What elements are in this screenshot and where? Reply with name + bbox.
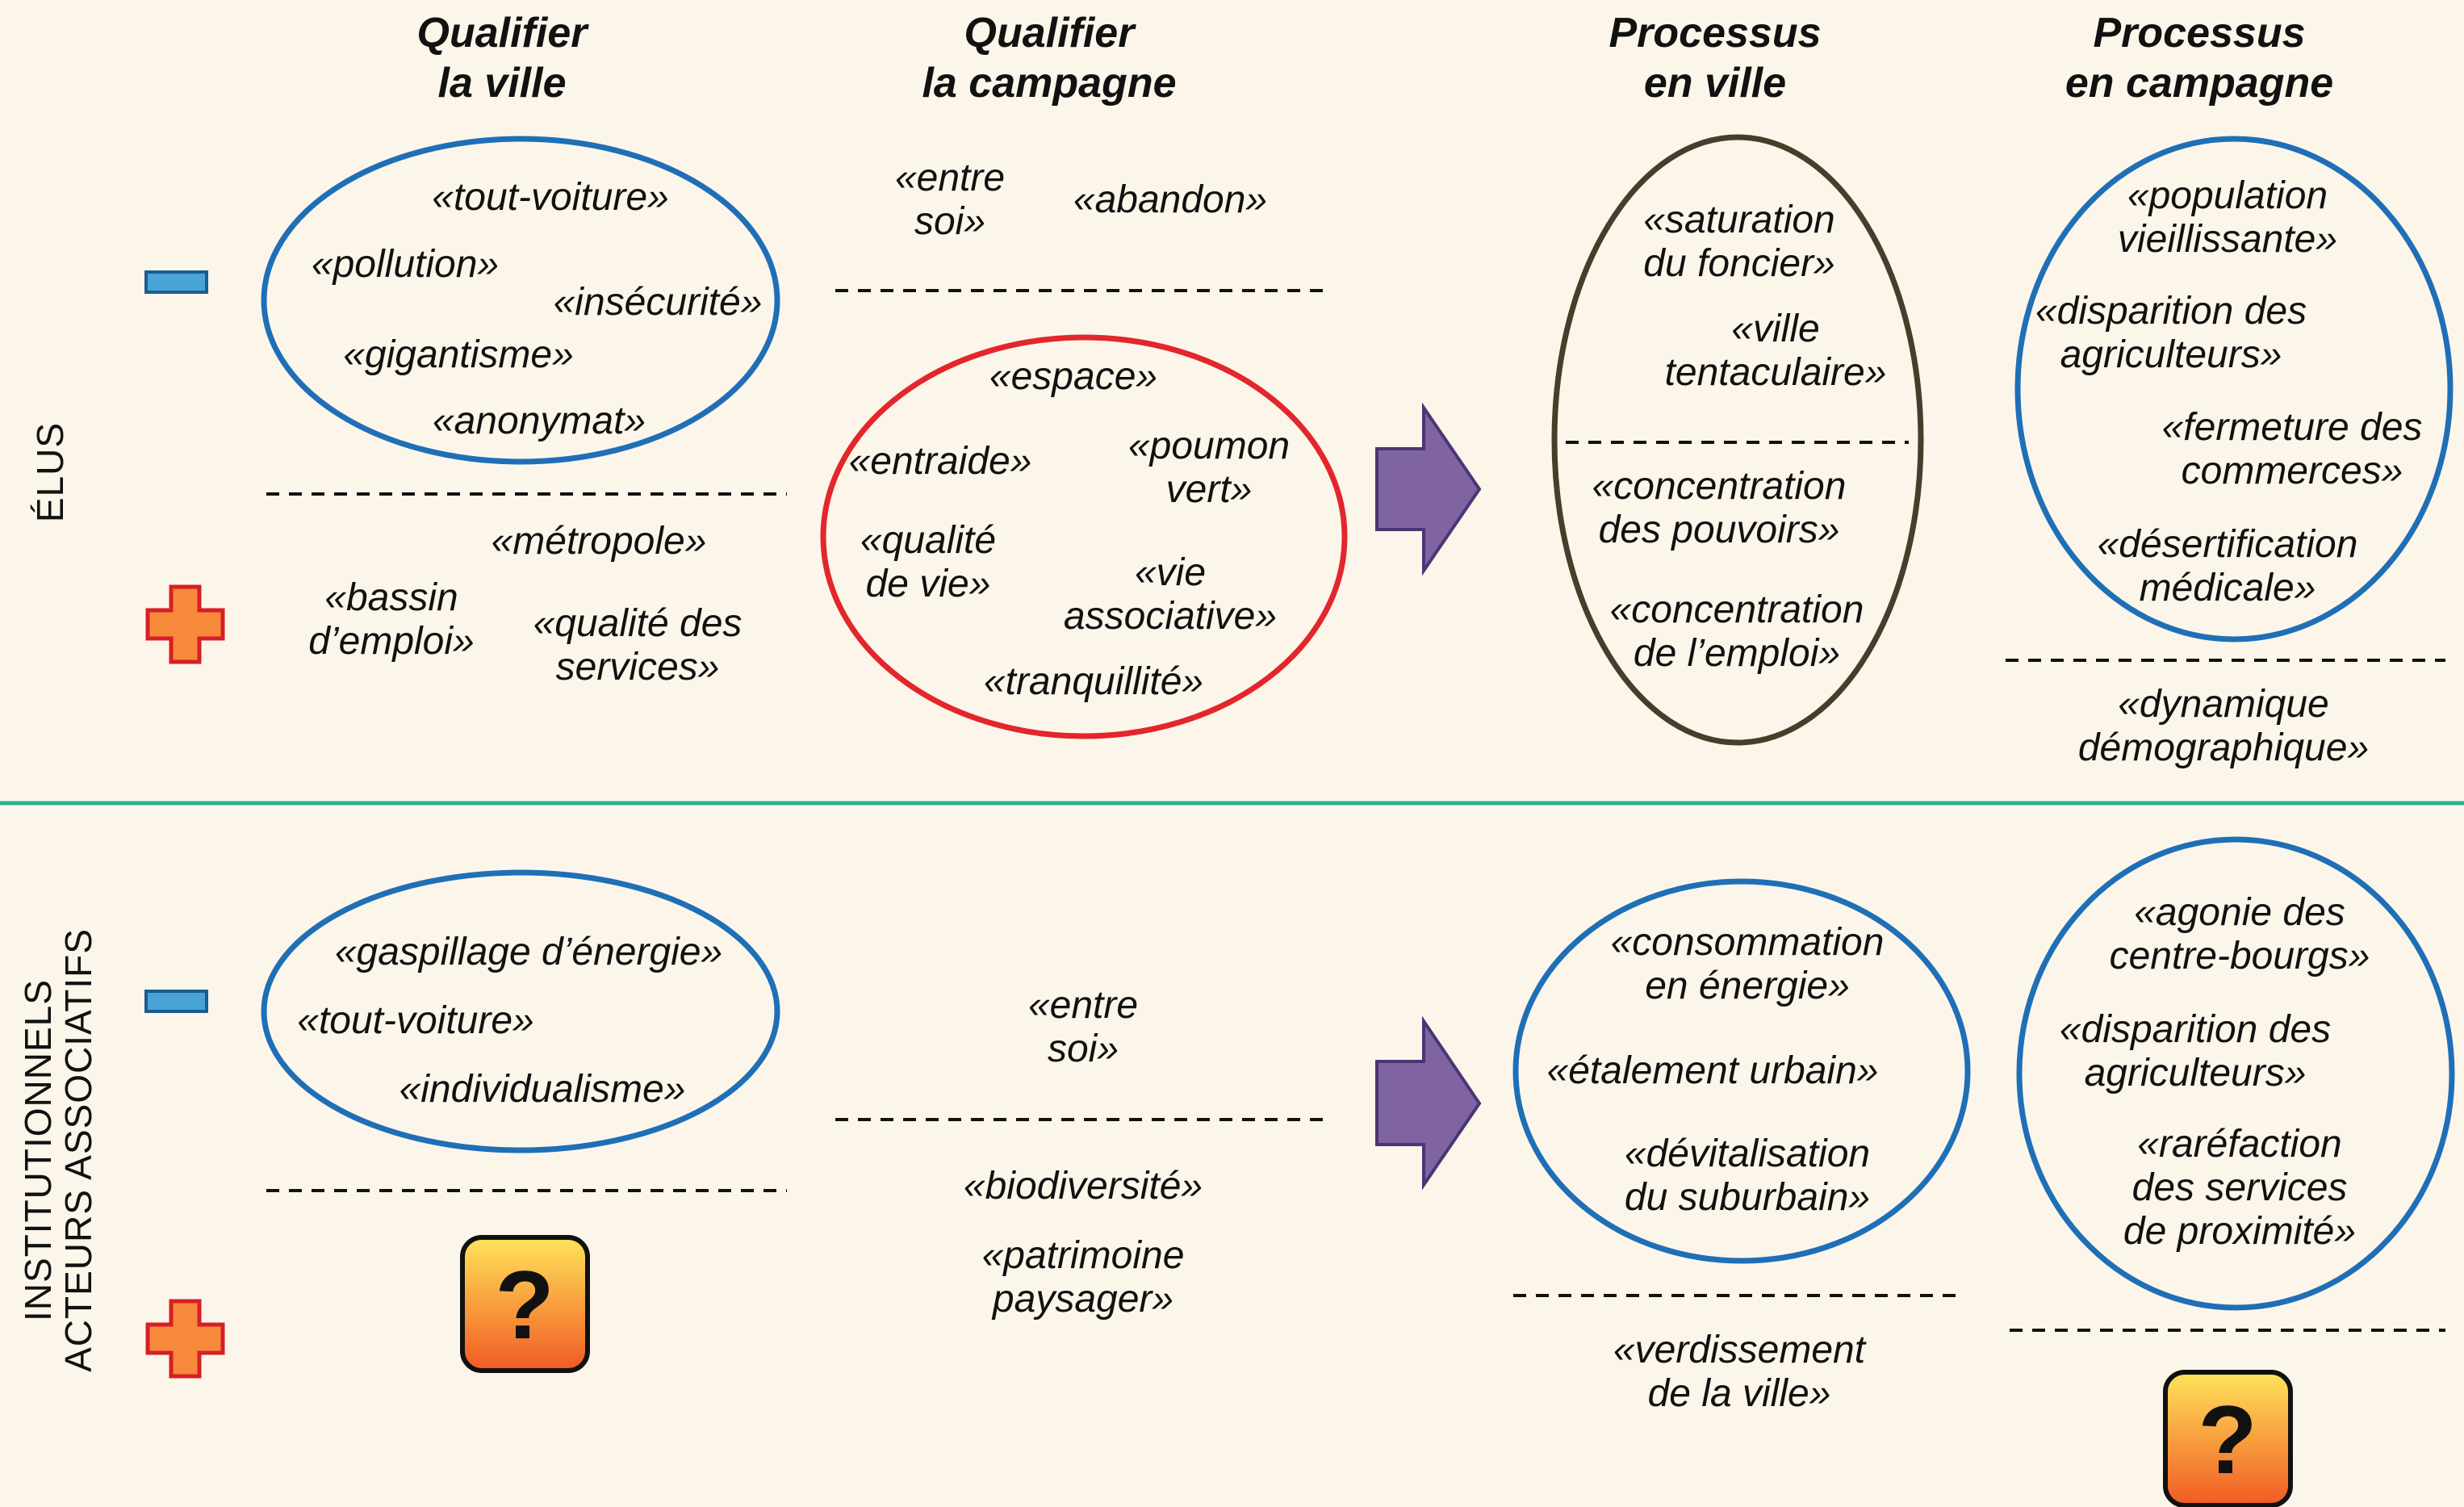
- elus-ville-minus-ellipse: [261, 136, 780, 465]
- term: «tranquillité»: [983, 660, 1204, 703]
- term: «étalement urbain»: [1546, 1049, 1879, 1092]
- term: «métropole»: [491, 520, 707, 563]
- term: «vie associative»: [1063, 551, 1278, 638]
- term: «agonie des centre-bourgs»: [2109, 891, 2370, 977]
- term: «biodiversité»: [963, 1165, 1203, 1208]
- term: «qualité des services»: [533, 602, 743, 689]
- elus-processus-campagne-ellipse: [2014, 136, 2454, 643]
- term: «poumon vert»: [1127, 425, 1291, 511]
- question-mark-icon: [460, 1235, 590, 1373]
- inst-processus-campagne-plus-unknown: ?: [2198, 1386, 2257, 1494]
- term: «tout-voiture»: [297, 999, 534, 1042]
- term: «disparition des agriculteurs»: [2035, 290, 2307, 376]
- plus-icon: [145, 1299, 225, 1379]
- elus-processus-ville-ellipse: [1551, 134, 1924, 746]
- term: «désertification médicale»: [2097, 523, 2358, 609]
- term: «espace»: [989, 355, 1158, 398]
- question-mark-icon: [2163, 1370, 2293, 1507]
- inst-processus-campagne-ellipse: [2016, 836, 2455, 1311]
- elus-campagne-plus-ellipse: [820, 334, 1348, 739]
- term: «qualité de vie»: [860, 519, 997, 605]
- term: «bassin d’emploi»: [308, 576, 475, 663]
- term: «tout-voiture»: [432, 176, 669, 219]
- term: «concentration des pouvoirs»: [1592, 465, 1847, 551]
- arrow-right-icon: [1375, 402, 1482, 576]
- plus-icon: [145, 584, 225, 664]
- term: «gaspillage d’énergie»: [334, 931, 723, 973]
- term: «concentration de l’emploi»: [1609, 588, 1864, 675]
- term: «individualisme»: [399, 1068, 686, 1111]
- term: «fermeture des commerces»: [2161, 406, 2423, 492]
- term: «entre soi»: [894, 157, 1006, 243]
- header-processus-campagne: Processus en campagne: [2064, 10, 2334, 107]
- row-label-elus: ÉLUS: [29, 421, 71, 523]
- inst-ville-plus-unknown: ?: [495, 1251, 554, 1359]
- term: «verdissement de la ville»: [1613, 1329, 1866, 1415]
- inst-ville-minus-ellipse: [261, 869, 780, 1153]
- arrow-right-icon: [1375, 1015, 1482, 1191]
- term: «gigantisme»: [343, 333, 574, 376]
- term: «insécurité»: [553, 281, 763, 324]
- term: «anonymat»: [432, 400, 646, 442]
- term: «abandon»: [1073, 178, 1268, 221]
- minus-icon: [144, 990, 208, 1013]
- header-processus-ville: Processus en ville: [1609, 10, 1822, 107]
- minus-icon: [144, 270, 208, 294]
- term: «consommation en énergie»: [1610, 921, 1885, 1007]
- term: «saturation du foncier»: [1643, 199, 1835, 285]
- term: «entraide»: [848, 440, 1032, 483]
- header-qualifier-campagne: Qualifier la campagne: [922, 10, 1177, 107]
- term: «patrimoine paysager»: [981, 1234, 1185, 1321]
- term: «raréfaction des services de proximité»: [2123, 1123, 2357, 1253]
- term: «disparition des agriculteurs»: [2059, 1008, 2332, 1095]
- inst-processus-ville-ellipse: [1512, 878, 1971, 1264]
- term: «dynamique démographique»: [2077, 683, 2370, 769]
- term: «pollution»: [311, 243, 500, 286]
- row-label-institutionnels: INSTITUTIONNELS ACTEURS ASSOCIATIFS: [17, 928, 99, 1372]
- term: «ville tentaculaire»: [1664, 308, 1887, 394]
- term: «entre soi»: [1027, 984, 1139, 1070]
- term: «population vieillissante»: [2117, 174, 2338, 261]
- header-qualifier-ville: Qualifier la ville: [416, 10, 588, 107]
- term: «dévitalisation du suburbain»: [1624, 1132, 1871, 1219]
